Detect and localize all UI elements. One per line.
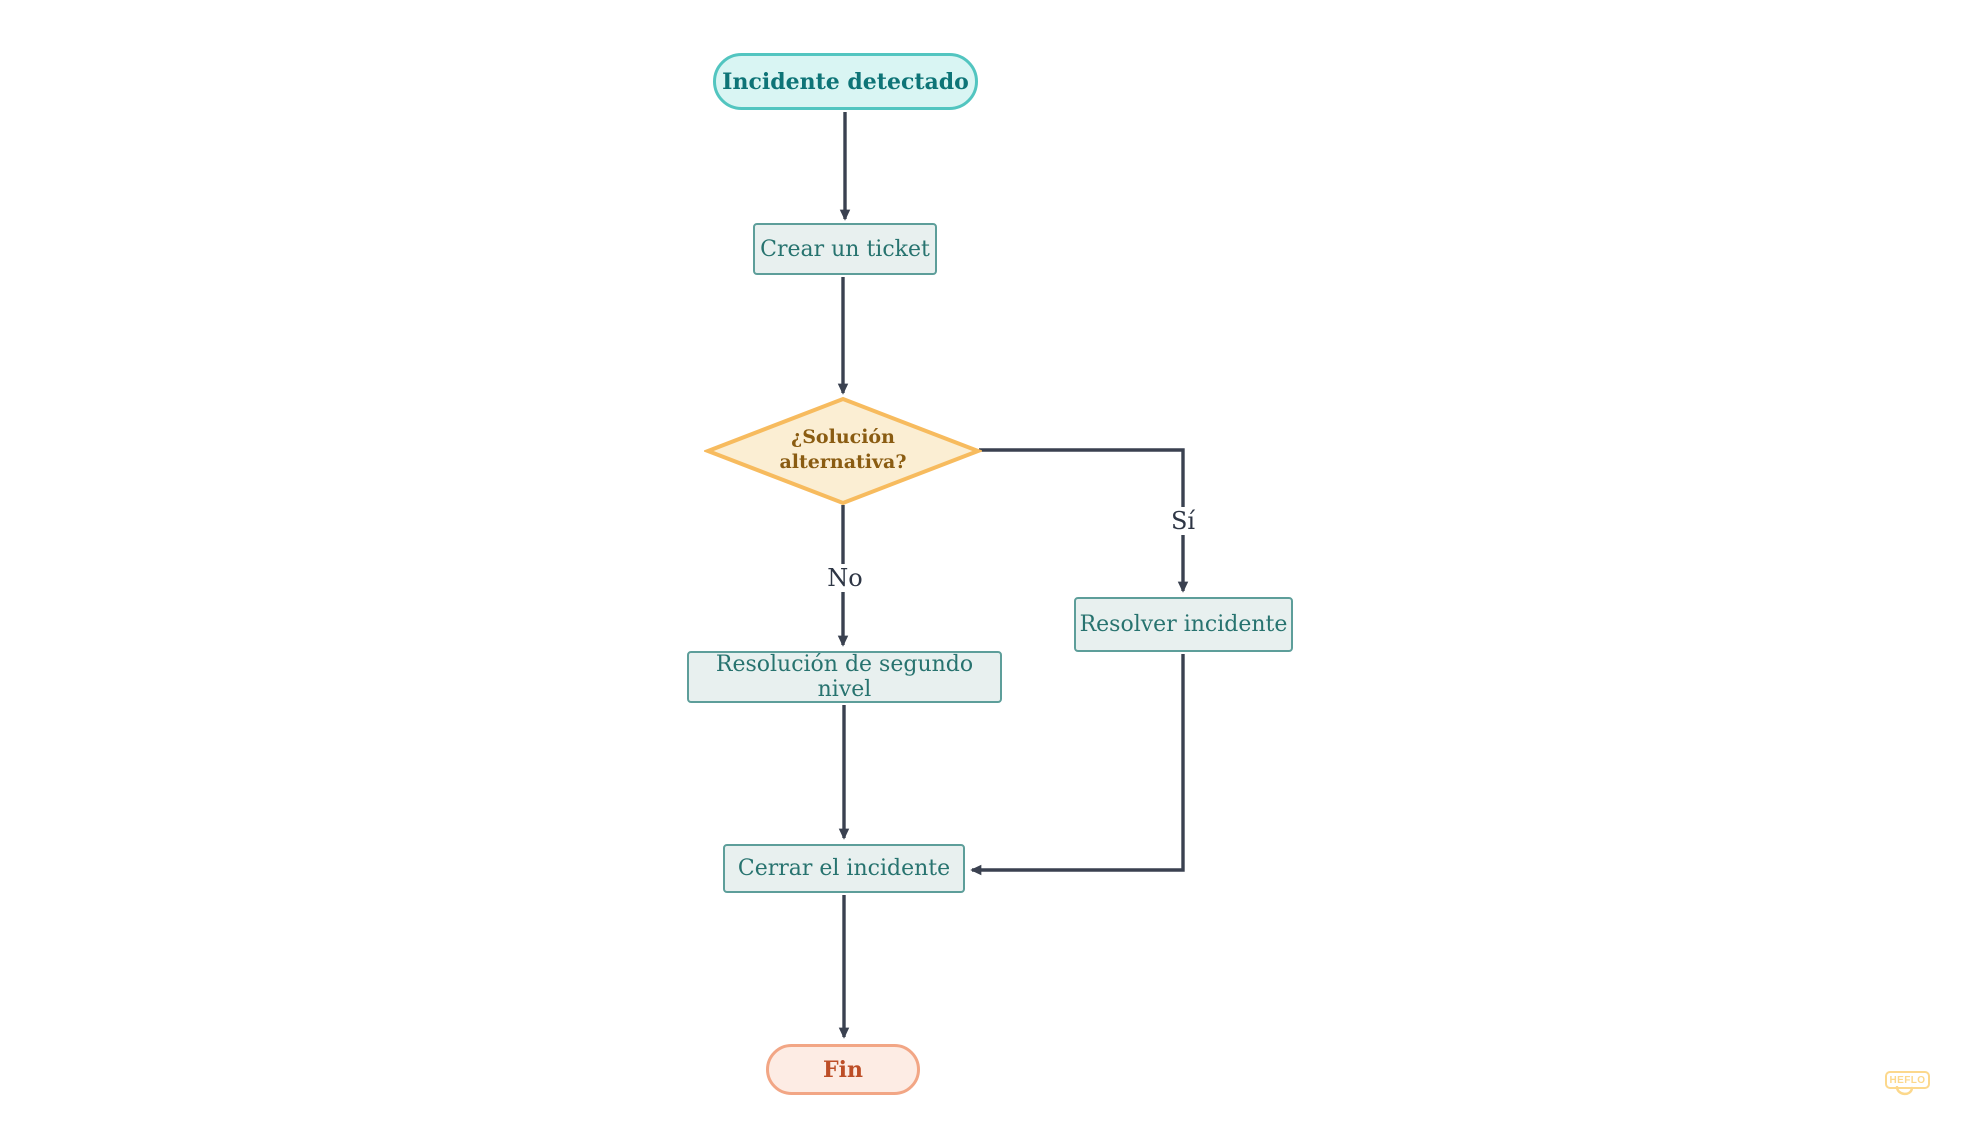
node-start-event: Incidente detectado [713, 53, 978, 110]
node-start-label: Incidente detectado [722, 68, 969, 95]
heflo-logo-tail-icon [1895, 1086, 1914, 1096]
edge-label-yes: Sí [1161, 507, 1205, 535]
node-create-ticket: Crear un ticket [753, 223, 937, 275]
heflo-logo: HEFLO [1885, 1071, 1930, 1089]
node-resolve-incident: Resolver incidente [1074, 597, 1293, 652]
node-end-event: Fin [766, 1044, 920, 1095]
node-decision-label: ¿Solución alternativa? [779, 426, 907, 473]
node-second-level-resolution: Resolución de segundo nivel [687, 651, 1002, 703]
edge-resolve-to-close [970, 654, 1185, 876]
node-decision-gateway [704, 396, 982, 506]
gateway-diamond-shape [704, 396, 982, 506]
node-close-incident-label: Cerrar el incidente [737, 856, 951, 881]
node-end-label: Fin [823, 1056, 863, 1083]
node-resolve-incident-label: Resolver incidente [1079, 612, 1288, 637]
node-create-ticket-label: Crear un ticket [760, 236, 930, 262]
edge-decision-yes-to-resolve [979, 448, 1189, 593]
heflo-logo-text: HEFLO [1889, 1074, 1926, 1086]
node-close-incident: Cerrar el incidente [723, 844, 965, 893]
node-second-level-resolution-label: Resolución de segundo nivel [715, 652, 974, 702]
edge-label-no: No [820, 564, 870, 592]
heflo-watermark: HEFLO [1885, 1071, 1935, 1101]
